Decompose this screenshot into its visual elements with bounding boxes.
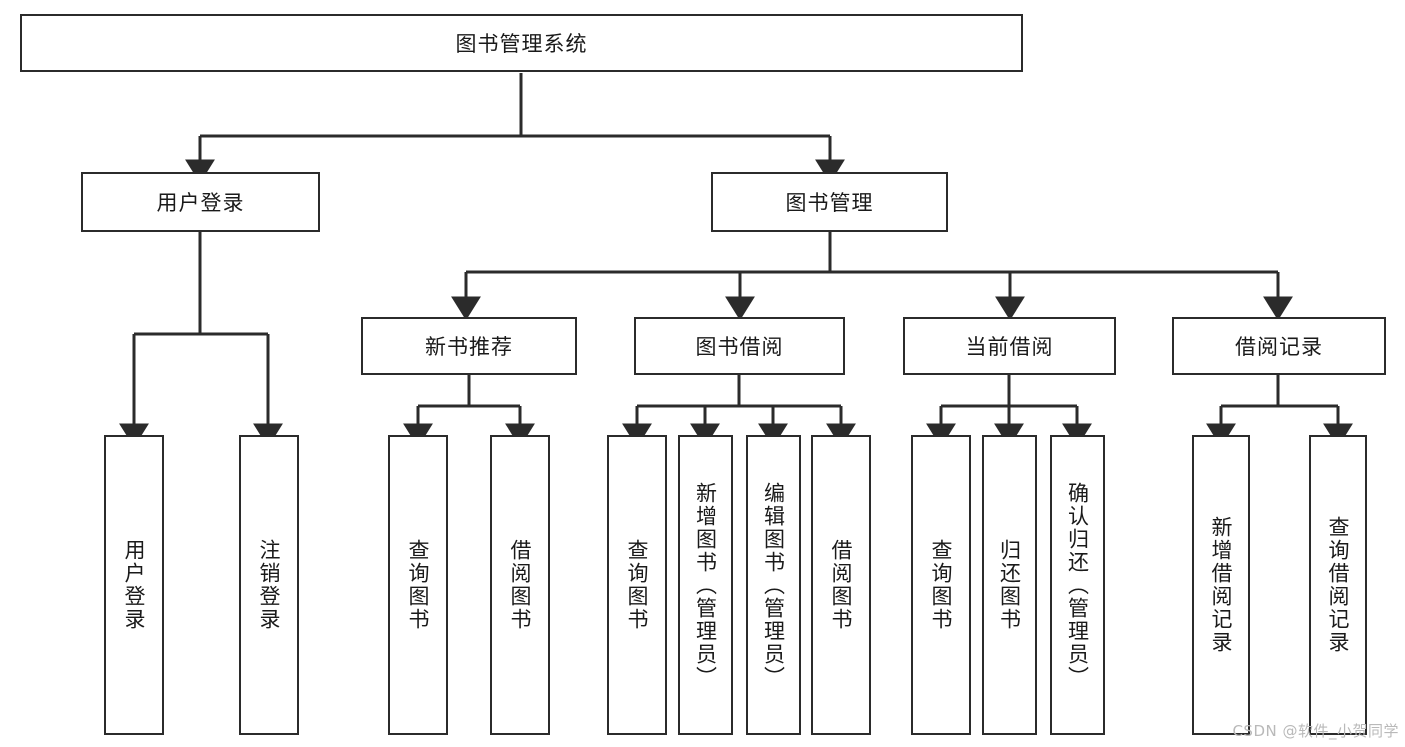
leaf-query-book-current[interactable]: 查询图书 [911, 435, 971, 735]
node-label: 用户登录 [156, 191, 245, 215]
node-label: 借阅记录 [1235, 335, 1323, 359]
leaf-add-book-admin[interactable]: 新增图书（管理员） [678, 435, 733, 735]
leaf-query-book-recommend[interactable]: 查询图书 [388, 435, 448, 735]
node-label: 归还图书 [997, 539, 1022, 631]
node-user-login[interactable]: 用户登录 [81, 172, 320, 232]
node-label: 借阅图书 [508, 539, 533, 631]
node-label: 注销登录 [257, 539, 282, 631]
node-label: 用户登录 [122, 539, 147, 631]
leaf-query-borrow-record[interactable]: 查询借阅记录 [1309, 435, 1367, 735]
leaf-borrow-book-recommend[interactable]: 借阅图书 [490, 435, 550, 735]
leaf-query-book-borrow[interactable]: 查询图书 [607, 435, 667, 735]
leaf-edit-book-admin[interactable]: 编辑图书（管理员） [746, 435, 801, 735]
node-label: 图书管理 [785, 191, 874, 215]
node-label: 借阅图书 [829, 539, 854, 631]
node-label: 新增借阅记录 [1209, 516, 1234, 654]
node-book-borrow[interactable]: 图书借阅 [634, 317, 845, 375]
node-label: 确认归还（管理员） [1065, 481, 1090, 689]
leaf-add-borrow-record[interactable]: 新增借阅记录 [1192, 435, 1250, 735]
node-label: 编辑图书（管理员） [761, 481, 786, 689]
leaf-user-login[interactable]: 用户登录 [104, 435, 164, 735]
node-borrow-record[interactable]: 借阅记录 [1172, 317, 1386, 375]
node-book-management[interactable]: 图书管理 [711, 172, 948, 232]
node-label: 查询图书 [406, 539, 431, 631]
node-new-book-recommend[interactable]: 新书推荐 [361, 317, 577, 375]
node-label: 新增图书（管理员） [693, 481, 718, 689]
node-label: 图书借阅 [695, 335, 784, 359]
node-current-borrow[interactable]: 当前借阅 [903, 317, 1116, 375]
node-label: 查询借阅记录 [1326, 516, 1351, 654]
leaf-confirm-return-admin[interactable]: 确认归还（管理员） [1050, 435, 1105, 735]
node-label: 图书管理系统 [455, 32, 588, 56]
node-label: 查询图书 [625, 539, 650, 631]
node-label: 新书推荐 [425, 335, 513, 359]
node-label: 查询图书 [929, 539, 954, 631]
leaf-logout[interactable]: 注销登录 [239, 435, 299, 735]
node-root[interactable]: 图书管理系统 [20, 14, 1023, 72]
node-label: 当前借阅 [965, 335, 1054, 359]
leaf-return-book[interactable]: 归还图书 [982, 435, 1037, 735]
leaf-borrow-book[interactable]: 借阅图书 [811, 435, 871, 735]
